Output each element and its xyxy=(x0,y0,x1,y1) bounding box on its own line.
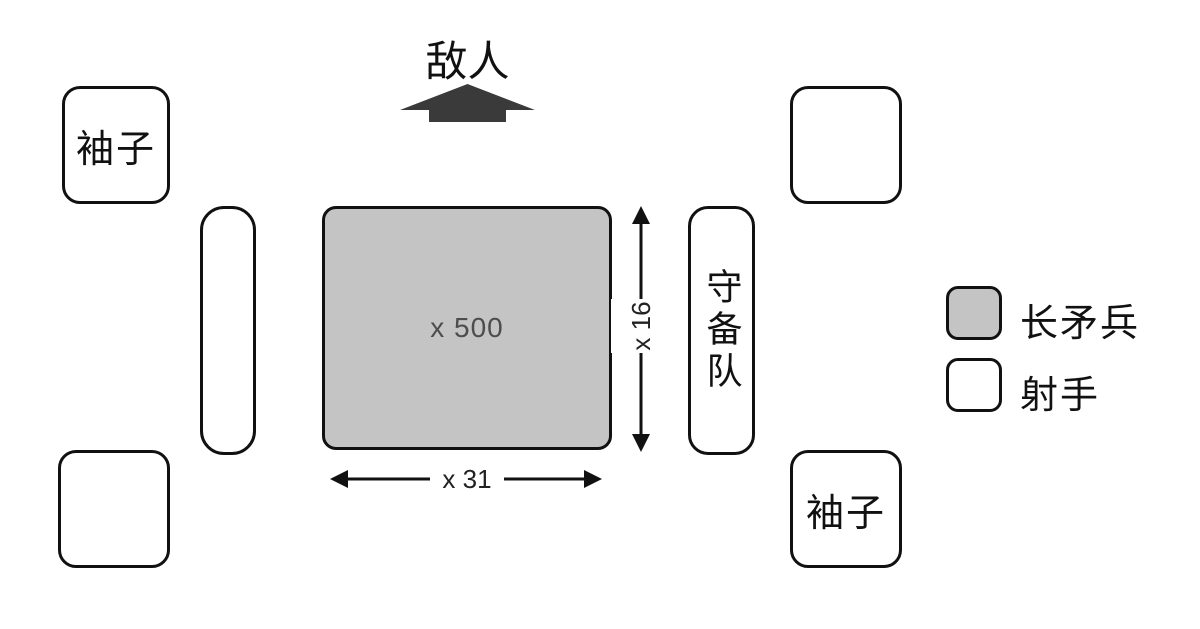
pike-count-label: x 500 xyxy=(430,312,504,343)
legend-label-shooters: 射手 xyxy=(1020,375,1101,417)
sleeve-box-bottom-right: 袖子 xyxy=(790,450,902,568)
garrison-column: 守备队 xyxy=(688,206,755,455)
archer-column-left xyxy=(200,206,256,455)
archer-box-top-right xyxy=(790,86,902,204)
sleeve-bottom-right-label: 袖子 xyxy=(805,492,886,535)
enemy-direction-arrow-icon xyxy=(400,84,535,122)
legend-label-pikemen: 长矛兵 xyxy=(1020,303,1141,345)
width-dimension-label: x 31 xyxy=(430,464,504,494)
pike-square-block: x 500 xyxy=(322,206,612,450)
sleeve-box-top-left: 袖子 xyxy=(62,86,170,204)
enemy-label: 敌人 xyxy=(425,38,510,85)
height-dimension-label: x 16 xyxy=(611,299,671,353)
garrison-label: 守备队 xyxy=(701,267,743,394)
legend-swatch-shooters xyxy=(946,358,1002,412)
archer-box-bottom-left xyxy=(58,450,170,568)
legend-swatch-pikemen xyxy=(946,286,1002,340)
sleeve-top-left-label: 袖子 xyxy=(75,128,156,171)
